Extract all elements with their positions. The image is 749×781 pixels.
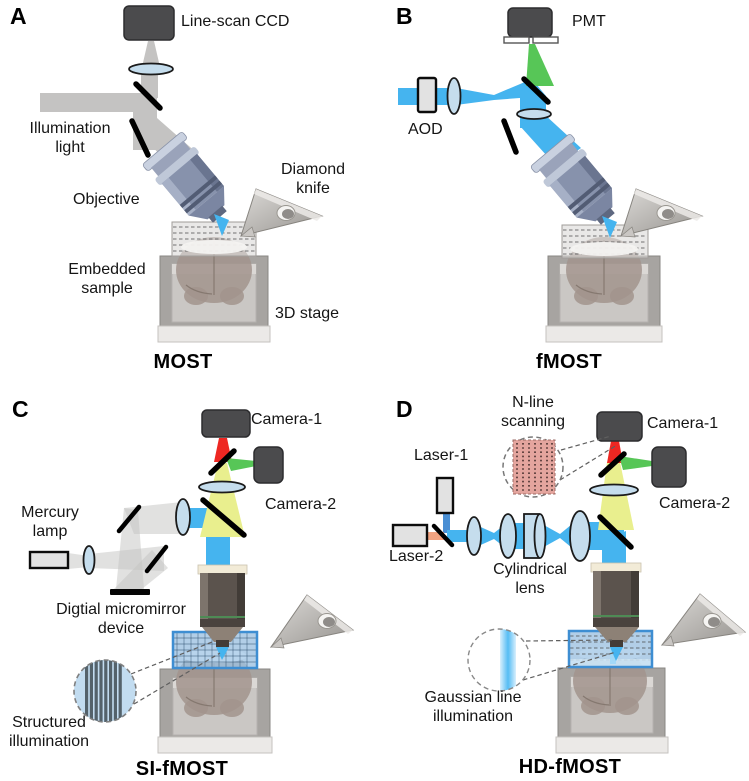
embedded-sample-block [171,221,257,257]
objective [197,564,248,660]
pmt-detector [503,7,559,44]
label-3d-stage: 3D stage [275,305,340,322]
mirror-2 [129,118,151,158]
camera-2 [651,446,687,488]
panel-c-canvas [28,409,355,754]
label-d-camera-2: Camera-2 [659,495,731,512]
collector-lens [82,545,96,575]
panel-a-title: MOST [153,351,213,373]
panel-c-title: SI-fMOST [135,758,229,780]
n-line-scanning-inset [502,435,618,498]
combiner-mirror [431,523,455,548]
tube-lens [198,480,246,494]
label-mercury-lamp: Mercury lamp [21,504,79,540]
panel-letter-a: A [10,3,27,29]
main-dichroic [597,514,634,550]
mirror-1 [133,81,163,111]
tube-lens [128,62,174,76]
tube-lens [589,483,639,497]
label-aod: AOD [408,121,443,138]
lens-2 [499,513,517,559]
illumination-lens [175,498,191,536]
lens-1 [466,516,482,556]
aod-device [416,76,438,114]
camera-dichroic [598,451,627,478]
focus-spot [602,216,617,238]
panel-letter-d: D [396,396,413,422]
line-scan-ccd-camera [123,5,175,41]
label-pmt: PMT [572,13,606,30]
label-structured-illumination: Structured illumination [8,714,90,750]
label-cylindrical-lens: Cylindrical lens [493,561,567,597]
label-line-scan-ccd: Line-scan CCD [181,13,290,30]
tube-lens [516,108,552,120]
dichroic-mirror [521,76,551,105]
label-c-camera-1: Camera-1 [251,411,323,428]
laser-2-device [391,523,429,548]
label-d-camera-1: Camera-1 [647,415,719,432]
label-dmd: Digtial micromirror device [56,601,186,637]
scan-lens [446,77,462,115]
label-diamond-knife: Diamond knife [280,161,346,197]
label-laser-2: Laser-2 [389,548,444,565]
fluorescence-beam [200,438,256,537]
panel-b-canvas [398,7,704,343]
laser-1-device [435,476,455,515]
panel-d-canvas [391,411,747,754]
diamond-knife [269,594,355,649]
panel-d-title: HD-fMOST [518,756,622,778]
camera-2 [253,446,284,484]
label-illumination-light: Illumination light [29,120,111,156]
diamond-knife [620,188,704,238]
objective [142,132,227,223]
fluorescence-beam [526,44,554,86]
gaussian-line-inset [467,628,617,692]
focus-spot [214,214,229,236]
panel-letter-b: B [396,3,413,29]
label-objective: Objective [73,191,140,208]
panel-letter-c: C [12,396,29,422]
objective [530,134,615,225]
lens-3 [569,510,591,562]
main-dichroic [200,497,247,538]
camera-1 [596,411,643,442]
label-n-line-scanning: N-line scanning [500,394,566,430]
diamond-knife [660,593,747,647]
fold-mirror-top [116,504,142,534]
fold-mirror [501,118,519,155]
cylindrical-lens [523,513,547,559]
fold-mirror-mid [144,544,169,574]
label-laser-1: Laser-1 [414,447,469,464]
structured-illumination-inset [73,641,221,723]
label-embedded-sample: Embedded sample [68,261,146,297]
panel-b-title: fMOST [536,351,602,373]
camera-1 [201,409,251,438]
objective [590,562,642,661]
label-c-camera-2: Camera-2 [265,496,337,513]
label-gaussian-line: Gaussian line illumination [424,689,522,725]
panel-a-canvas [40,5,324,343]
mercury-lamp [28,550,70,570]
camera-dichroic [208,448,237,476]
diamond-knife [240,188,324,238]
sample-block-structured [171,630,259,670]
dmd-device [110,589,150,595]
